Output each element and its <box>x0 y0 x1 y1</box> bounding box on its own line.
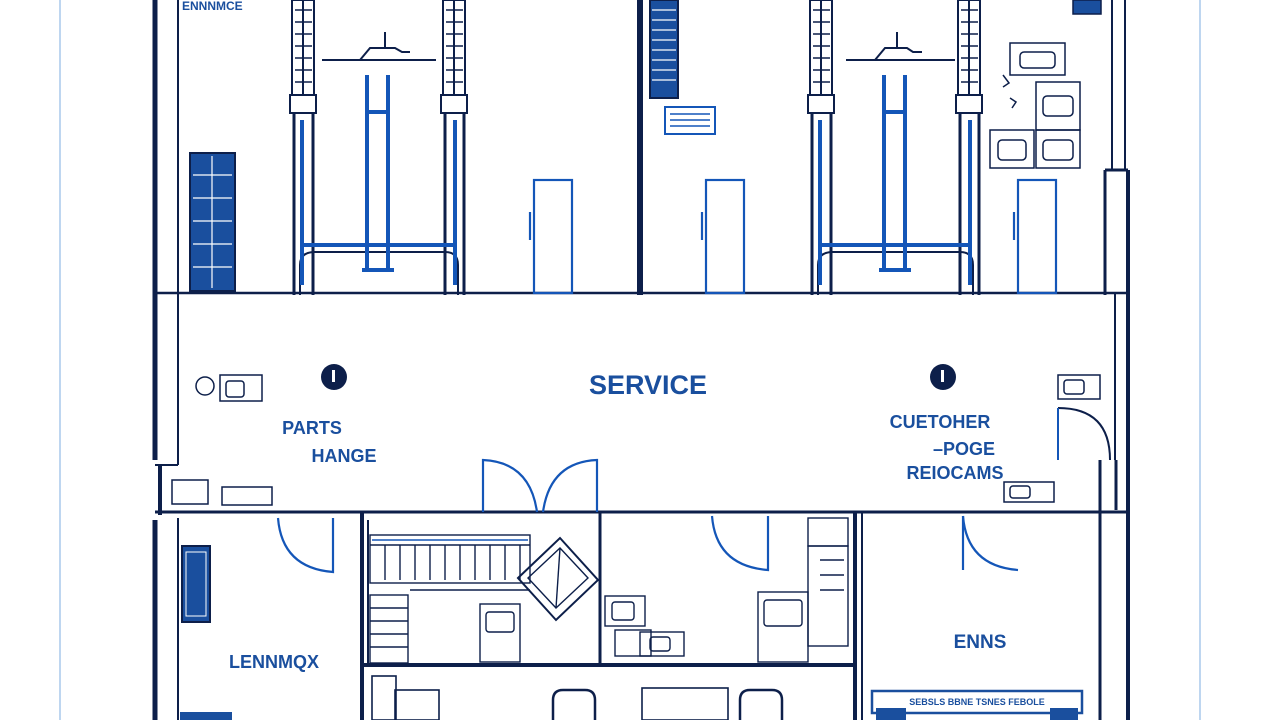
page-frame <box>59 0 1201 720</box>
parts-desk-left <box>195 374 263 402</box>
service-fixtures <box>171 479 1055 506</box>
sign-strip-text: SEBSLS BBNE TSNES FEBOLE <box>909 697 1045 707</box>
tool-rack-center <box>649 0 716 135</box>
lounge-bench <box>180 712 232 720</box>
top-right-panel <box>1072 0 1102 15</box>
parts-storage <box>369 534 600 664</box>
lower-doors <box>276 515 1019 574</box>
interior-walls <box>155 0 1128 720</box>
lounge-panel <box>181 545 211 623</box>
bay-doors <box>528 178 1058 295</box>
service-label: SERVICE <box>589 370 707 400</box>
parts-label-line2: HANGE <box>311 446 376 466</box>
vehicle-lift-left <box>289 0 468 295</box>
top-left-text: ENNNMCE <box>182 0 243 13</box>
sign-strip <box>870 689 1084 720</box>
tool-cabinet-left <box>189 152 236 292</box>
equipment-cluster <box>989 42 1081 169</box>
bottom-furniture <box>371 675 784 721</box>
customer-label-line2: –POGE <box>933 439 995 459</box>
customer-label-line1: CUETOHER <box>890 412 991 432</box>
office-furniture <box>604 517 849 663</box>
service-markers <box>321 364 956 390</box>
lounge-label: LENNMQX <box>229 652 319 672</box>
double-door-main <box>481 458 599 513</box>
parts-label-line1: PARTS <box>282 418 342 438</box>
customer-desk-right <box>1057 374 1111 461</box>
customer-label-line3: REIOCAMS <box>906 463 1003 483</box>
vehicle-lift-right <box>807 0 983 295</box>
exterior-walls <box>152 0 1130 720</box>
enns-label: ENNS <box>954 632 1007 653</box>
